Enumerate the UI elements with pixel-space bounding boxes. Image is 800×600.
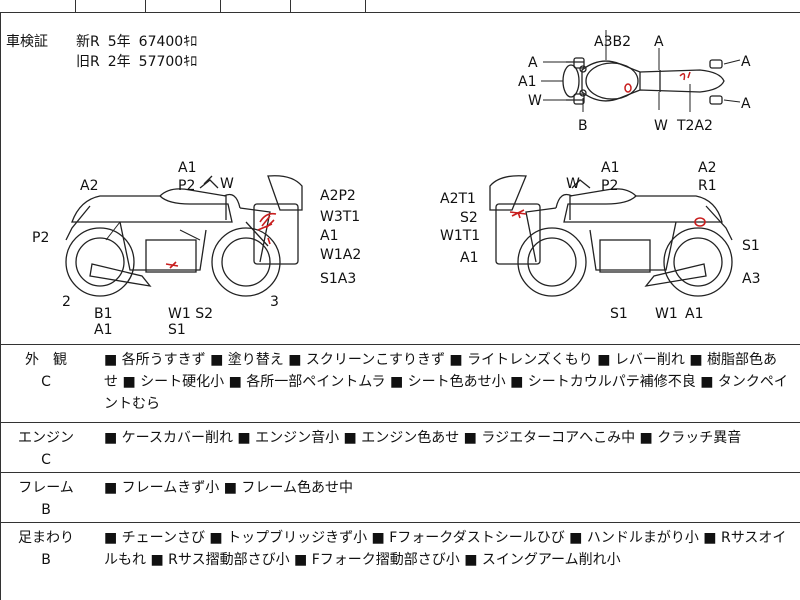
bike-top-view xyxy=(541,30,741,112)
section-title: 外 観 xyxy=(25,352,67,368)
section-title: フレーム xyxy=(18,480,74,496)
svg-text:A3B2: A3B2 xyxy=(594,34,631,50)
svg-text:A: A xyxy=(741,54,751,70)
damage-marks-top xyxy=(624,71,691,93)
svg-text:P2: P2 xyxy=(32,230,49,246)
svg-text:3: 3 xyxy=(270,294,279,310)
svg-text:A: A xyxy=(528,55,538,71)
section-title: 足まわり xyxy=(18,530,74,546)
svg-text:A3: A3 xyxy=(742,271,760,287)
section-grade: C xyxy=(41,452,51,468)
svg-text:A: A xyxy=(654,34,664,50)
svg-text:S1A3: S1A3 xyxy=(320,271,356,287)
section-suspension: 足まわり B ■ チェーンさび ■ トップブリッジきず小 ■ Fフォークダストシ… xyxy=(0,522,800,600)
svg-text:A1: A1 xyxy=(518,74,536,90)
svg-text:A2: A2 xyxy=(80,178,98,194)
svg-text:A2: A2 xyxy=(698,160,716,176)
damage-marks-left xyxy=(165,212,277,269)
section-frame: フレーム B ■ フレームきず小 ■ フレーム色あせ中 xyxy=(0,472,800,522)
svg-text:S2: S2 xyxy=(460,210,478,226)
shaken-label: 車検証 xyxy=(6,34,48,50)
svg-text:A1: A1 xyxy=(685,306,703,322)
svg-text:A1: A1 xyxy=(94,322,112,338)
section-description: ■ 各所うすきず ■ 塗り替え ■ スクリーンこすりきず ■ ライトレンズくもり… xyxy=(104,352,788,412)
svg-text:W1T1: W1T1 xyxy=(440,228,480,244)
svg-text:W3T1: W3T1 xyxy=(320,209,360,225)
section-grade: C xyxy=(41,374,51,390)
svg-text:A2P2: A2P2 xyxy=(320,188,356,204)
svg-text:2: 2 xyxy=(62,294,71,310)
svg-text:S1: S1 xyxy=(742,238,760,254)
svg-text:W: W xyxy=(566,176,580,192)
section-engine: エンジン C ■ ケースカバー削れ ■ エンジン音小 ■ エンジン色あせ ■ ラ… xyxy=(0,422,800,472)
svg-text:A2T1: A2T1 xyxy=(440,191,476,207)
section-grade: B xyxy=(41,552,51,568)
svg-text:W1A2: W1A2 xyxy=(320,247,361,263)
svg-text:W1 S2: W1 S2 xyxy=(168,306,213,322)
bike-left-view xyxy=(65,175,303,297)
svg-text:A1: A1 xyxy=(178,160,196,176)
svg-text:P2: P2 xyxy=(178,178,195,194)
sheet-frame xyxy=(0,12,800,600)
section-description: ■ チェーンさび ■ トップブリッジきず小 ■ Fフォークダストシールひび ■ … xyxy=(104,530,787,568)
svg-text:B: B xyxy=(578,118,588,134)
svg-text:T2A2: T2A2 xyxy=(676,118,713,134)
svg-text:S1: S1 xyxy=(610,306,628,322)
svg-text:B1: B1 xyxy=(94,306,113,322)
damage-marks-right xyxy=(509,209,706,227)
svg-text:A1: A1 xyxy=(320,228,338,244)
svg-text:A: A xyxy=(741,96,751,112)
section-title: エンジン xyxy=(18,430,74,446)
svg-text:W1: W1 xyxy=(655,306,678,322)
section-description: ■ ケースカバー削れ ■ エンジン音小 ■ エンジン色あせ ■ ラジエターコアへ… xyxy=(104,430,742,446)
bike-right-view xyxy=(489,175,733,297)
svg-text:W: W xyxy=(654,118,668,134)
svg-text:W: W xyxy=(220,176,234,192)
top-header-strip xyxy=(0,0,800,13)
svg-text:W: W xyxy=(528,93,542,109)
section-description: ■ フレームきず小 ■ フレーム色あせ中 xyxy=(104,480,353,496)
svg-text:A1: A1 xyxy=(460,250,478,266)
svg-text:S1: S1 xyxy=(168,322,186,338)
svg-text:A1: A1 xyxy=(601,160,619,176)
condition-table: 外 観 C ■ 各所うすきず ■ 塗り替え ■ スクリーンこすりきず ■ ライト… xyxy=(0,344,800,600)
damage-diagram: A A1 W B A3B2 A W T2A2 A A A2 P2 A1 P2 W… xyxy=(32,30,760,338)
section-exterior: 外 観 C ■ 各所うすきず ■ 塗り替え ■ スクリーンこすりきず ■ ライト… xyxy=(0,344,800,422)
svg-text:R1: R1 xyxy=(698,178,717,194)
section-grade: B xyxy=(41,502,51,518)
svg-text:P2: P2 xyxy=(601,178,618,194)
